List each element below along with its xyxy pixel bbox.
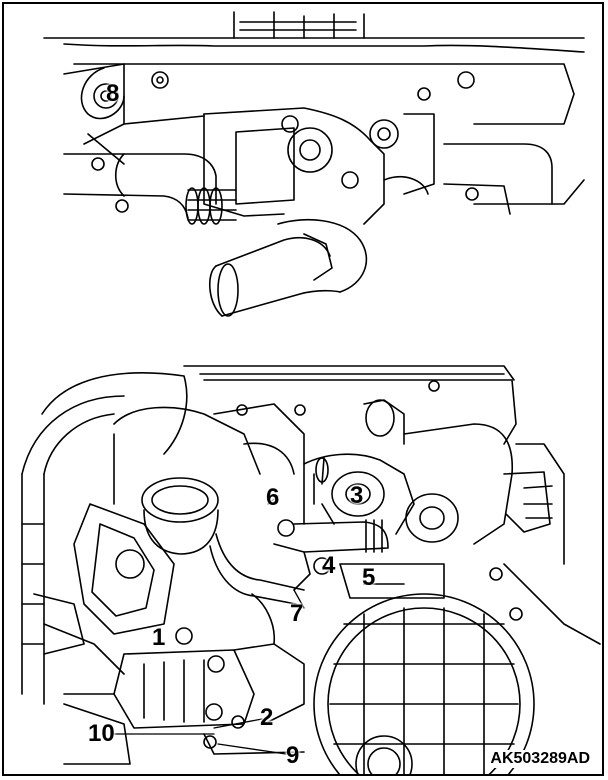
callout-10: 10 <box>88 720 115 747</box>
callout-2: 2 <box>260 704 274 731</box>
callout-1: 1 <box>152 624 166 651</box>
callout-8: 8 <box>106 80 120 107</box>
callout-9: 9 <box>286 742 300 769</box>
callout-6: 6 <box>266 484 280 511</box>
figure-code: AK503289AD <box>488 750 592 768</box>
leader-lines <box>113 495 305 755</box>
callout-3: 3 <box>350 482 364 509</box>
engine-line-drawing <box>21 11 601 774</box>
callout-5: 5 <box>362 564 376 591</box>
callout-7: 7 <box>290 600 304 627</box>
lower-view <box>21 365 601 774</box>
upper-view <box>43 11 585 317</box>
callout-4: 4 <box>322 552 336 579</box>
